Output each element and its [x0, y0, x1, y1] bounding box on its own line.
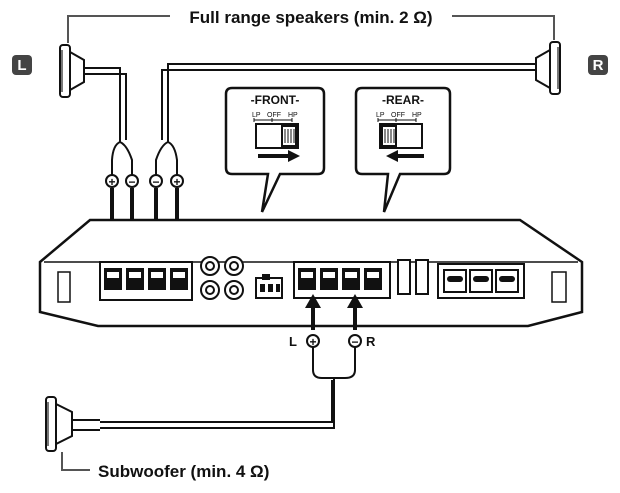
front-switch-hp: HP — [288, 112, 298, 119]
rca-jacks — [200, 256, 244, 300]
left-speaker — [59, 44, 85, 98]
svg-text:+: + — [309, 335, 316, 349]
amplifier — [38, 218, 584, 328]
svg-text:+: + — [108, 175, 115, 189]
front-polarity-marker: + — [105, 174, 119, 189]
front-terminal-block — [99, 261, 193, 301]
front-polarity-marker: − — [149, 174, 163, 189]
power-terminal-block — [437, 263, 525, 299]
front-switch-off: OFF — [267, 112, 281, 119]
remote-connector — [255, 274, 283, 299]
front-switch-callout: -FRONT- LP OFF HP — [224, 86, 326, 213]
right-channel-badge: R — [588, 55, 608, 75]
rear-switch-hp: HP — [412, 112, 422, 119]
subwoofer-left-label: L — [289, 334, 297, 349]
full-range-label-group: Full range speakers (min. 2 Ω) — [67, 8, 555, 43]
subwoofer-polarity-marker-right: − R — [348, 334, 376, 349]
subwoofer-speaker — [45, 396, 100, 452]
front-polarity-marker: + — [170, 174, 184, 189]
rear-switch-off: OFF — [391, 112, 405, 119]
rear-switch-callout: -REAR- LP OFF HP — [354, 86, 452, 213]
front-switch-lp: LP — [252, 112, 261, 119]
front-polarity-markers: + − − + — [105, 174, 184, 189]
subwoofer-cable — [100, 347, 356, 429]
front-switch-slider — [255, 123, 299, 149]
rear-switch-lp: LP — [376, 112, 385, 119]
full-range-speakers-label: Full range speakers (min. 2 Ω) — [189, 8, 432, 27]
svg-text:+: + — [173, 175, 180, 189]
svg-text:−: − — [351, 335, 358, 349]
front-switch-title: -FRONT- — [251, 93, 300, 107]
svg-text:−: − — [152, 175, 159, 189]
subwoofer-terminal-block — [293, 261, 391, 299]
subwoofer-label: Subwoofer (min. 4 Ω) — [98, 462, 269, 481]
front-polarity-marker: − — [125, 174, 139, 189]
right-speaker — [535, 41, 561, 95]
fuses — [397, 259, 429, 295]
subwoofer-terminal-arrows — [305, 294, 363, 330]
rear-switch-arrow-icon — [386, 150, 424, 162]
front-switch-arrow-icon — [258, 150, 300, 162]
subwoofer-polarity-marker-left: + L — [289, 334, 320, 349]
rear-switch-slider — [379, 123, 423, 149]
subwoofer-right-label: R — [366, 334, 376, 349]
rear-switch-title: -REAR- — [382, 93, 424, 107]
front-speaker-cables — [84, 63, 536, 176]
left-channel-badge-label: L — [17, 57, 26, 74]
right-channel-badge-label: R — [593, 57, 604, 74]
subwoofer-polarity-markers: + L − R — [289, 334, 376, 349]
svg-text:−: − — [128, 175, 135, 189]
subwoofer-label-group: Subwoofer (min. 4 Ω) — [61, 452, 269, 481]
left-channel-badge: L — [12, 55, 32, 75]
